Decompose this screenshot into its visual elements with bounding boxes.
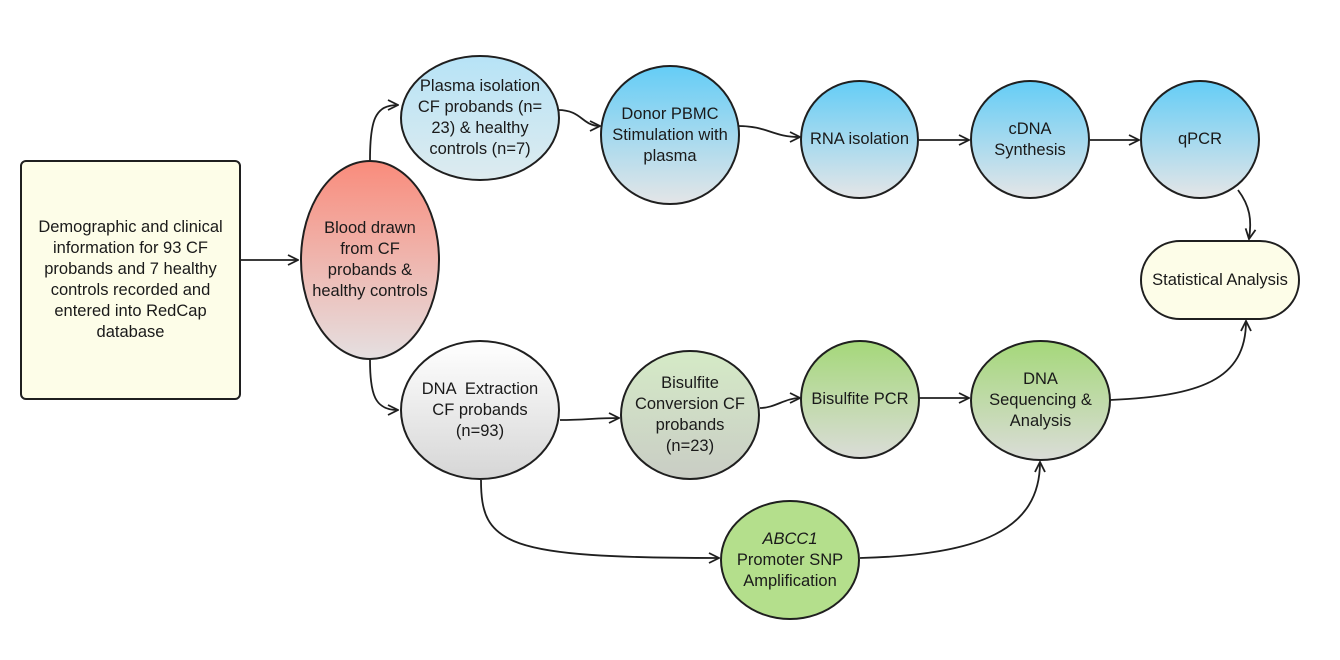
label-line: CF probands (n=: [417, 98, 543, 116]
label-line: DNA: [1023, 370, 1058, 388]
arrow-abcc1-to-seq: [859, 462, 1040, 559]
label-line: plasma: [643, 146, 697, 165]
label-line: Synthesis: [994, 140, 1066, 159]
label-line: Demographic and clinical: [38, 218, 223, 236]
label-line: cDNA: [1008, 119, 1052, 138]
label-line: (n=23): [665, 437, 715, 455]
label-line: Promoter SNP: [736, 550, 844, 569]
label-line: probands: [655, 416, 725, 434]
dna-extraction-node: DNA Extraction CF probands (n=93): [400, 340, 560, 480]
dna-extraction-label: DNA Extraction CF probands (n=93): [422, 379, 538, 442]
rna-isolation-label: RNA isolation: [810, 129, 909, 150]
label-line: probands and 7 healthy: [44, 260, 217, 278]
label-line: controls recorded and: [50, 281, 211, 299]
arrow-dna-to-abcc1: [480, 479, 719, 558]
label-line: Statistical Analysis: [1152, 270, 1288, 289]
plasma-isolation-label: Plasma isolation CF probands (n= 23) & h…: [418, 76, 542, 160]
bisulfite-pcr-label: Bisulfite PCR: [811, 389, 908, 410]
label-line: Stimulation with: [612, 125, 728, 144]
demographics-label: Demographic and clinical information for…: [38, 217, 222, 343]
label-line: Blood drawn: [324, 219, 416, 237]
label-line: DNA Extraction: [421, 379, 539, 398]
label-line: Analysis: [1009, 412, 1072, 430]
label-line: qPCR: [1177, 130, 1222, 148]
label-line: Amplification: [743, 571, 837, 590]
arrow-blood-to-plasma: [369, 105, 398, 161]
label-line: probands &: [327, 261, 413, 279]
dna-sequencing-label: DNA Sequencing & Analysis: [989, 369, 1092, 432]
label-line: Sequencing &: [989, 391, 1092, 409]
arrow-bisulfite-conv-to-bisulfite-pcr: [759, 398, 800, 409]
arrow-plasma-to-pbmc: [557, 109, 600, 126]
arrow-pbmc-to-rna: [737, 125, 800, 137]
label-line: Plasma isolation: [419, 77, 541, 95]
arrow-qpcr-to-stats: [1237, 189, 1250, 239]
label-line: information for 93 CF: [53, 239, 208, 257]
label-line: from CF: [340, 240, 400, 258]
bisulfite-conversion-node: Bisulfite Conversion CF probands (n=23): [620, 350, 760, 480]
label-line: entered into RedCap: [54, 302, 207, 320]
label-line: Donor PBMC: [621, 104, 719, 123]
pbmc-stimulation-label: Donor PBMC Stimulation with plasma: [612, 104, 728, 167]
qpcr-node: qPCR: [1140, 80, 1260, 199]
label-line: controls (n=7): [429, 140, 531, 158]
arrow-dna-to-bisulfite-conv: [559, 418, 619, 420]
plasma-isolation-node: Plasma isolation CF probands (n= 23) & h…: [400, 55, 560, 181]
bisulfite-pcr-node: Bisulfite PCR: [800, 340, 920, 459]
statistical-analysis-node: Statistical Analysis: [1140, 240, 1300, 320]
label-line: CF probands: [432, 400, 528, 419]
label-line: (n=93): [455, 421, 505, 440]
dna-sequencing-node: DNA Sequencing & Analysis: [970, 340, 1111, 461]
label-line: database: [96, 323, 165, 341]
cdna-synthesis-node: cDNA Synthesis: [970, 80, 1090, 199]
label-line: RNA isolation: [809, 130, 910, 148]
label-line: Conversion CF: [634, 395, 746, 413]
blood-drawn-label: Blood drawn from CF probands & healthy c…: [312, 218, 428, 302]
rna-isolation-node: RNA isolation: [800, 80, 919, 199]
label-line: Bisulfite PCR: [811, 390, 909, 408]
gene-name: ABCC1: [762, 529, 818, 548]
demographics-box: Demographic and clinical information for…: [20, 160, 241, 400]
qpcr-label: qPCR: [1178, 129, 1222, 150]
blood-drawn-node: Blood drawn from CF probands & healthy c…: [300, 160, 440, 360]
label-line: Bisulfite: [661, 374, 719, 392]
label-line: healthy controls: [312, 282, 428, 300]
label-line: 23) & healthy: [431, 119, 529, 137]
abcc1-snp-node: ABCC1 Promoter SNP Amplification: [720, 500, 860, 620]
abcc1-snp-label: ABCC1 Promoter SNP Amplification: [737, 529, 843, 592]
arrow-seq-to-stats: [1109, 321, 1246, 401]
pbmc-stimulation-node: Donor PBMC Stimulation with plasma: [600, 65, 740, 205]
bisulfite-conversion-label: Bisulfite Conversion CF probands (n=23): [635, 373, 745, 457]
cdna-synthesis-label: cDNA Synthesis: [994, 119, 1066, 161]
statistical-analysis-label: Statistical Analysis: [1152, 270, 1288, 291]
arrow-blood-to-dna: [369, 359, 398, 410]
